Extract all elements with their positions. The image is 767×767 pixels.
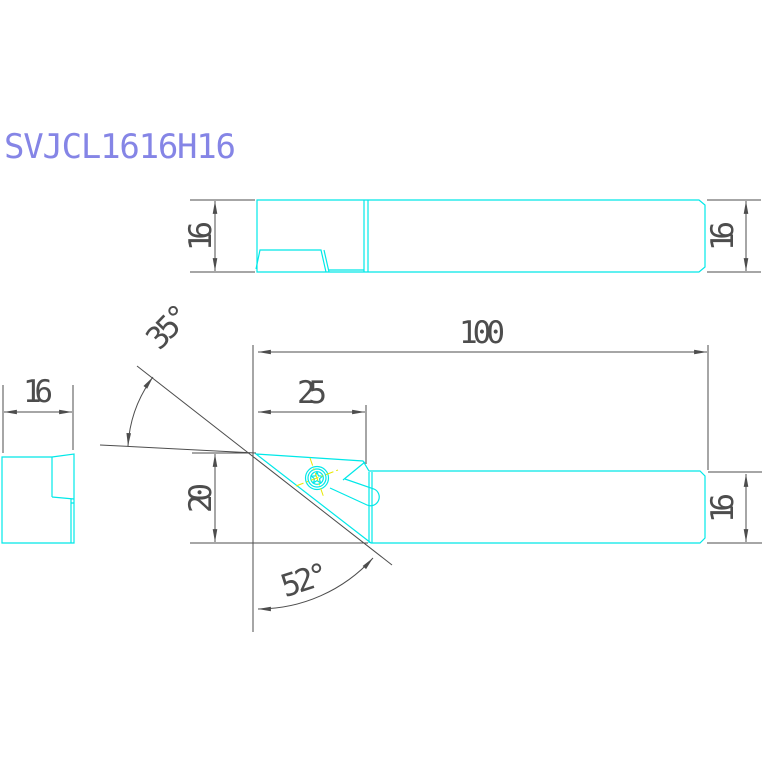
end-view-dimension-lines [2,385,74,453]
top-view-dimension-lines [190,199,761,273]
angle-ray-cutting-edge [136,365,393,566]
top-view-geometry [255,199,706,273]
end-view-pocket-lines [51,457,75,543]
drawing-title: SVJCL1616H16 [4,127,236,167]
front-view-dimension-lines [99,345,762,632]
extension-lines-20 [190,452,368,544]
angle-arc-35 [126,376,154,447]
angle-ray-top-edge [99,444,257,454]
clamp-slot [329,478,380,507]
head-shank-boundary-lines [368,472,373,543]
dim-label-overall-length: 100 [459,315,505,351]
screw-mid-circle [307,468,327,488]
insert-right-edge [342,461,366,481]
angle-label-lead: 52° [277,556,334,605]
end-view-geometry [1,453,75,544]
screw-outer-circle [304,465,330,491]
top-view-head-boundary-lines [363,200,369,272]
dim-label-top-right-height: 16 [705,221,741,251]
centerline-cross [295,457,339,499]
front-view: 100 25 20 16 35° 52° [99,297,762,632]
dim-label-top-left-height: 16 [183,221,219,251]
top-view-pocket-outline [255,249,364,273]
screw-centerlines [295,457,339,499]
dim-label-end-width: 16 [23,374,53,410]
extension-lines [190,199,761,273]
top-view: 16 16 [183,199,761,273]
dim-label-head-length: 25 [297,375,327,411]
extension-lines [2,385,74,453]
dim-label-head-height: 20 [183,483,219,513]
extension-lines-16 [707,471,762,544]
end-view: 16 [1,374,75,544]
clamp-slot-outline [329,478,380,507]
top-view-outline [256,199,706,273]
front-view-geometry [254,453,706,544]
front-view-outline [254,453,706,544]
angle-arc-52 [257,557,374,612]
insert-screw [304,465,330,491]
angle-label-insert-point: 35° [139,297,198,357]
dim-label-shank-height: 16 [705,493,741,523]
